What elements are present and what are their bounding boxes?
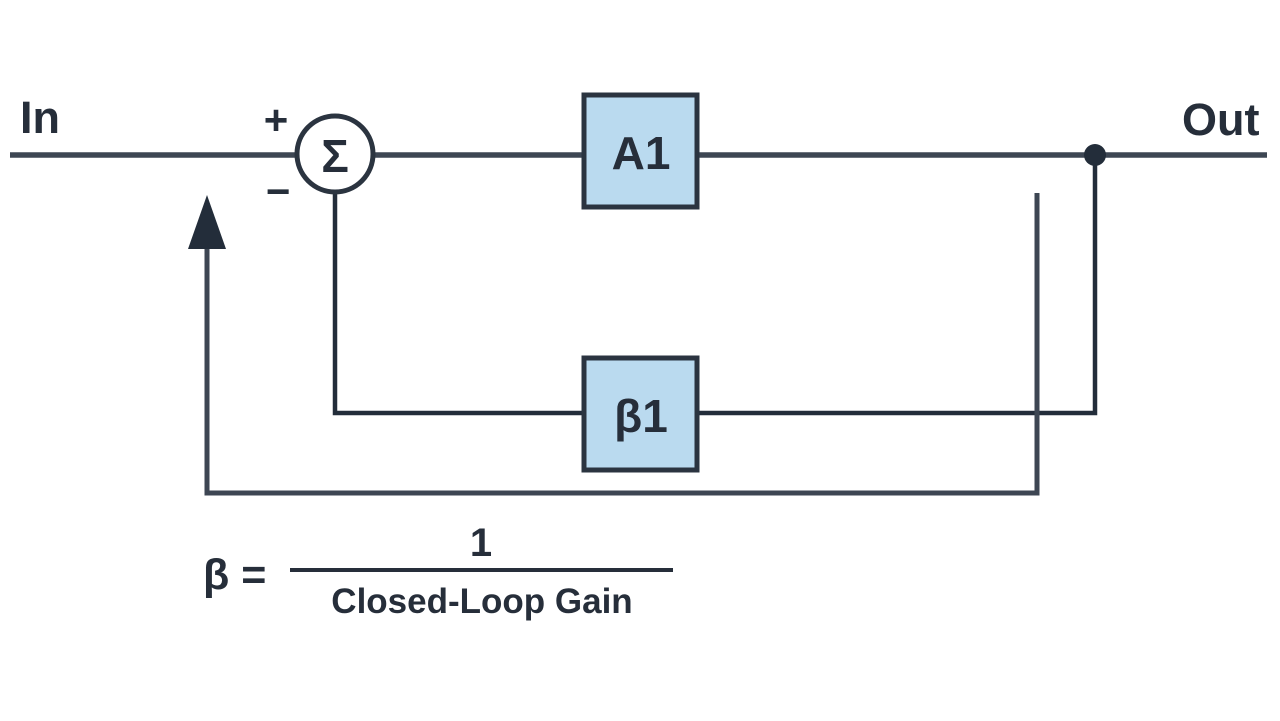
- formula: β = 1 Closed-Loop Gain: [203, 521, 673, 621]
- gain-block: [581, 92, 700, 210]
- inner-feedback-path-right: [697, 157, 1098, 416]
- formula-denominator: Closed-Loop Gain: [331, 582, 632, 621]
- formula-numerator: 1: [470, 521, 492, 565]
- feedback-block-label: β1: [614, 390, 668, 442]
- feedback-block: [581, 355, 700, 473]
- output-label: Out: [1182, 94, 1259, 145]
- feedback-arrowhead: [188, 195, 226, 249]
- outer-feedback-path: [204, 193, 1040, 496]
- minus-sign: −: [266, 168, 291, 215]
- inner-feedback-path-left: [332, 190, 584, 416]
- output-junction-dot: [1084, 144, 1106, 166]
- gain-block-label: A1: [612, 127, 671, 179]
- plus-sign: +: [264, 97, 289, 144]
- sum-junction-circle: [294, 113, 376, 195]
- input-label: In: [20, 92, 60, 143]
- sigma-label: Σ: [321, 130, 349, 182]
- formula-lhs: β =: [203, 551, 266, 599]
